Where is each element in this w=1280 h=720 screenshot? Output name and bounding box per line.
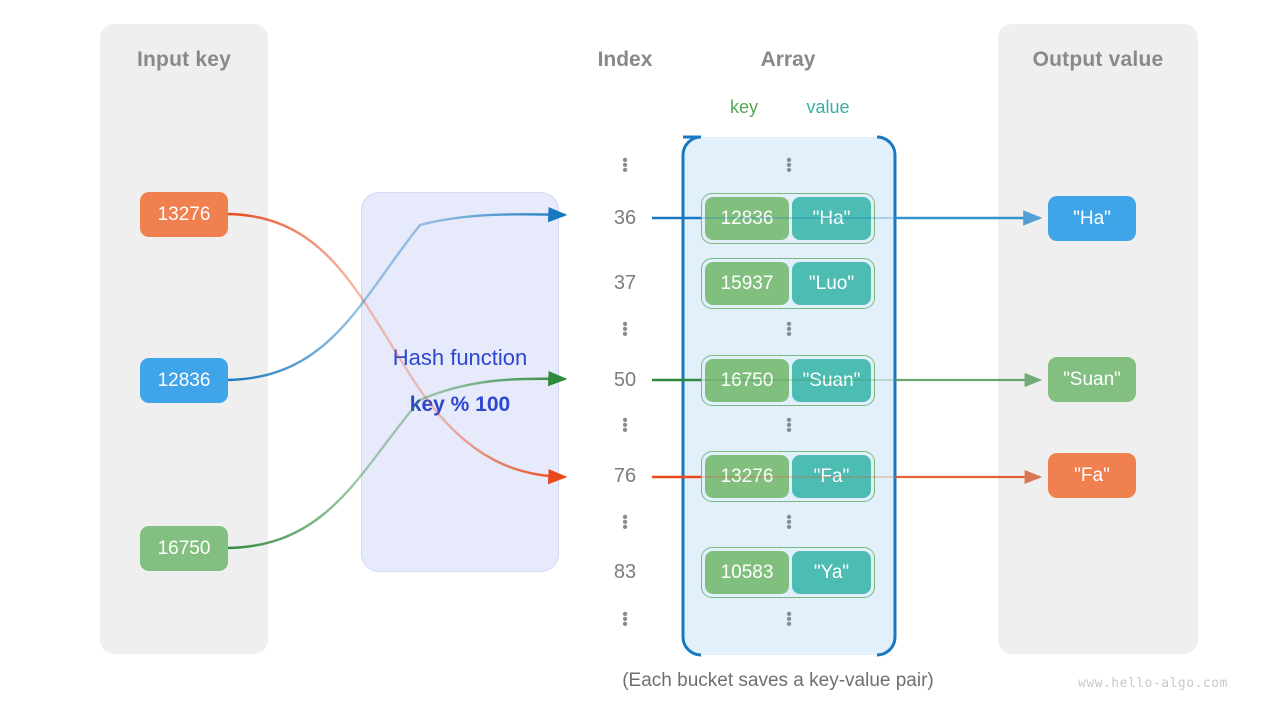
index-ellipsis-bottom: ••• bbox=[622, 606, 628, 633]
hash-function-formula: key % 100 bbox=[409, 393, 511, 416]
bucket-50-value: "Suan" bbox=[792, 359, 871, 402]
bucket-76[interactable]: 13276 "Fa" bbox=[701, 451, 875, 502]
value-subheading: value bbox=[806, 97, 850, 117]
key-subheading: key bbox=[729, 97, 758, 117]
output-value-chip-suan[interactable]: "Suan" bbox=[1048, 357, 1136, 402]
index-ellipsis-4: ••• bbox=[622, 509, 628, 536]
index-column-heading: Index bbox=[597, 48, 653, 71]
bucket-36-key: 12836 bbox=[705, 197, 789, 240]
bucket-83-key: 10583 bbox=[705, 551, 789, 594]
bucket-83[interactable]: 10583 "Ya" bbox=[701, 547, 875, 598]
bucket-36-value: "Ha" bbox=[792, 197, 871, 240]
input-key-panel-title: Input key bbox=[137, 48, 231, 71]
hash-function-box bbox=[361, 192, 559, 572]
index-label-83: 83 bbox=[613, 561, 637, 583]
bucket-76-key: 13276 bbox=[705, 455, 789, 498]
array-ellipsis-3: ••• bbox=[786, 412, 792, 439]
bucket-37-value: "Luo" bbox=[792, 262, 871, 305]
bucket-36[interactable]: 12836 "Ha" bbox=[701, 193, 875, 244]
bucket-50[interactable]: 16750 "Suan" bbox=[701, 355, 875, 406]
array-column-heading: Array bbox=[760, 48, 816, 71]
input-key-chip-13276[interactable]: 13276 bbox=[140, 192, 228, 237]
array-ellipsis-bottom: ••• bbox=[786, 606, 792, 633]
bucket-76-value: "Fa" bbox=[792, 455, 871, 498]
output-value-panel-title: Output value bbox=[1032, 48, 1164, 71]
index-ellipsis-top: ••• bbox=[622, 152, 628, 179]
bucket-83-value: "Ya" bbox=[792, 551, 871, 594]
output-value-chip-ha[interactable]: "Ha" bbox=[1048, 196, 1136, 241]
index-ellipsis-3: ••• bbox=[622, 412, 628, 439]
watermark: www.hello-algo.com bbox=[1078, 676, 1228, 691]
output-value-chip-fa[interactable]: "Fa" bbox=[1048, 453, 1136, 498]
bucket-37-key: 15937 bbox=[705, 262, 789, 305]
array-ellipsis-4: ••• bbox=[786, 509, 792, 536]
bucket-50-key: 16750 bbox=[705, 359, 789, 402]
index-label-50: 50 bbox=[613, 369, 637, 391]
hash-function-name: Hash function bbox=[392, 345, 528, 370]
bucket-37[interactable]: 15937 "Luo" bbox=[701, 258, 875, 309]
index-label-37: 37 bbox=[613, 272, 637, 294]
index-label-76: 76 bbox=[613, 465, 637, 487]
diagram-caption: (Each bucket saves a key-value pair) bbox=[622, 670, 934, 691]
array-ellipsis-top: ••• bbox=[786, 152, 792, 179]
output-value-panel bbox=[998, 24, 1198, 654]
input-key-chip-12836[interactable]: 12836 bbox=[140, 358, 228, 403]
index-label-36: 36 bbox=[613, 207, 637, 229]
index-ellipsis-2: ••• bbox=[622, 316, 628, 343]
input-key-chip-16750[interactable]: 16750 bbox=[140, 526, 228, 571]
array-ellipsis-2: ••• bbox=[786, 316, 792, 343]
